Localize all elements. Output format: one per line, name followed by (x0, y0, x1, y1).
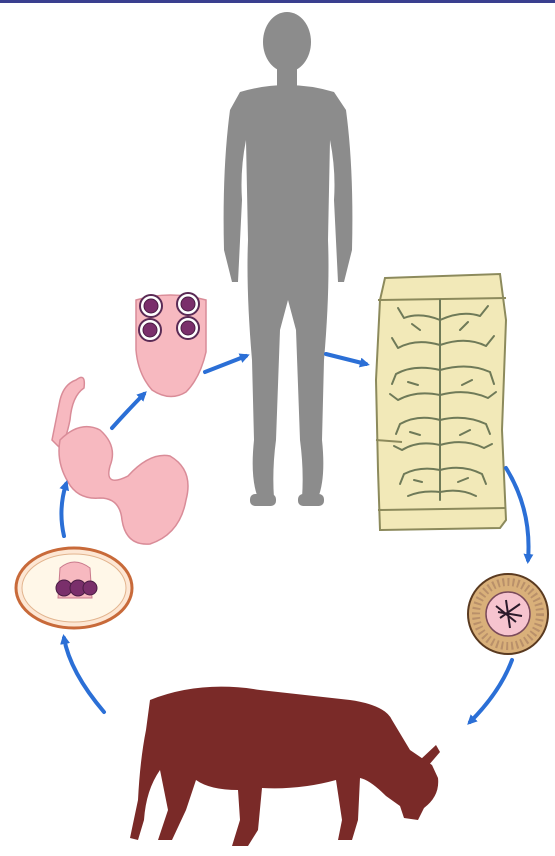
arrow-proglottid-to-egg (506, 468, 529, 560)
arrow-larva-to-scolex (112, 394, 144, 428)
evaginated-larva (52, 377, 188, 544)
arrow-cattle-to-cyst (64, 638, 104, 712)
cattle-silhouette (130, 687, 440, 846)
arrow-scolex-to-human (205, 356, 246, 372)
arrow-human-to-proglottid (326, 354, 366, 364)
arrow-cyst-to-larva (61, 484, 66, 536)
top-border-rule (0, 0, 555, 3)
cysticercus (16, 548, 132, 628)
human-silhouette (224, 12, 353, 506)
egg-oncosphere (468, 574, 548, 654)
arrow-egg-to-cattle (470, 660, 512, 722)
proglottid-segment (376, 274, 506, 530)
scolex (136, 293, 206, 397)
